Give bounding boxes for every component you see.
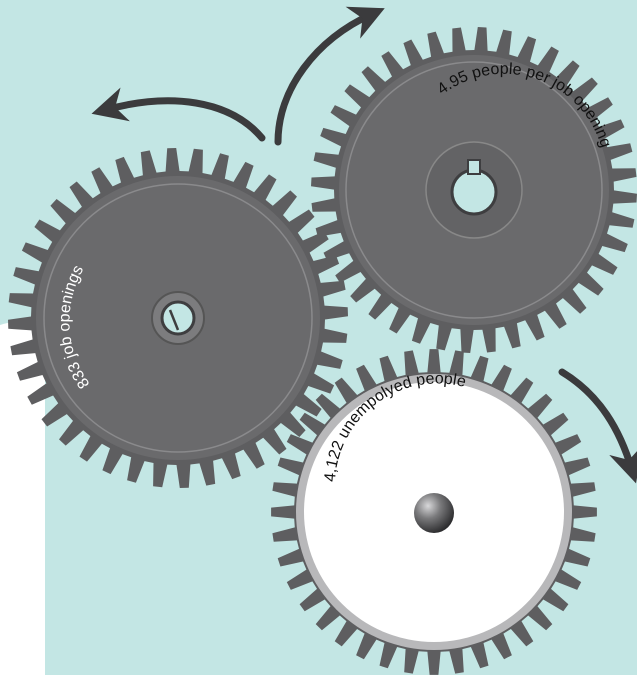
gear-left: 833 job openings xyxy=(8,148,348,488)
keyed-shaft-icon xyxy=(450,159,498,216)
gear-bottom: 4,122 unempolyed people xyxy=(271,349,597,675)
arrow-up-icon xyxy=(274,6,385,146)
ball-bearing-icon xyxy=(414,493,454,533)
slotted-screw-icon xyxy=(151,291,205,345)
gear-right: 4.95 people per job opening xyxy=(311,27,637,353)
arrow-left-icon xyxy=(91,87,266,142)
arrow-down-right-icon xyxy=(558,368,637,484)
